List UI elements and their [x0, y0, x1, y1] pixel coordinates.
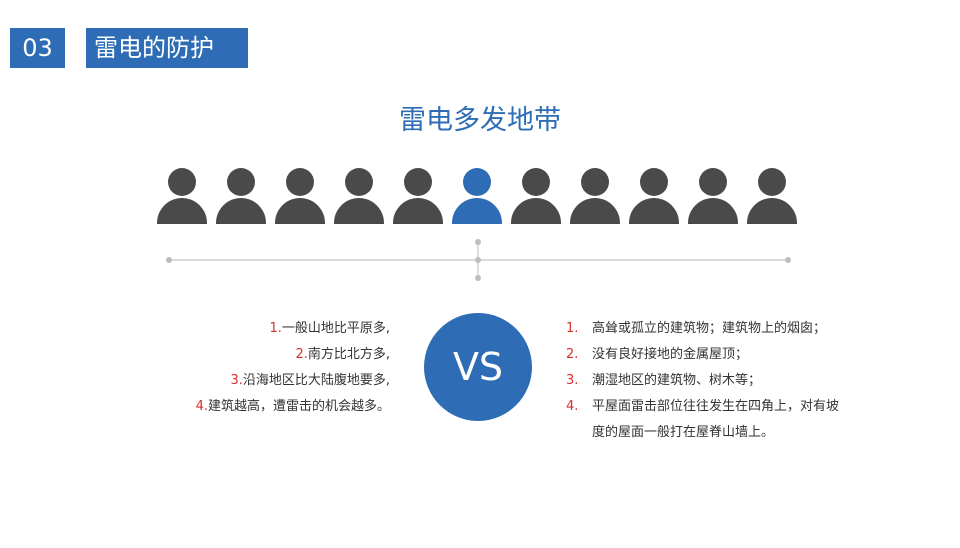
- list-index: 3.: [230, 373, 243, 388]
- list-text: 一般山地比平原多,: [281, 321, 390, 336]
- list-index: 4.: [566, 399, 579, 414]
- list-item: 3. 潮湿地区的建筑物、树木等；: [566, 368, 846, 394]
- list-text: 平屋面雷击部位往往发生在四角上，对有坡度的屋面一般打在屋脊山墙上。: [592, 399, 840, 440]
- list-item: 4. 平屋面雷击部位往往发生在四角上，对有坡度的屋面一般打在屋脊山墙上。: [566, 394, 846, 446]
- person-icon: [452, 168, 502, 226]
- list-text: 南方比北方多,: [307, 347, 390, 362]
- list-item: 1. 高耸或孤立的建筑物；建筑物上的烟囱；: [566, 316, 846, 342]
- person-icon: [216, 168, 266, 226]
- list-text: 没有良好接地的金属屋顶；: [592, 347, 749, 362]
- list-item: 1.一般山地比平原多,: [182, 316, 390, 342]
- person-icon: [275, 168, 325, 226]
- left-list: 1.一般山地比平原多, 2.南方比北方多, 3.沿海地区比大陆腹地要多, 4.建…: [182, 316, 390, 420]
- person-icon: [629, 168, 679, 226]
- list-item: 3.沿海地区比大陆腹地要多,: [182, 368, 390, 394]
- list-text: 建筑越高，遭雷击的机会越多。: [207, 399, 390, 414]
- list-text: 潮湿地区的建筑物、树木等；: [592, 373, 762, 388]
- right-list: 1. 高耸或孤立的建筑物；建筑物上的烟囱； 2. 没有良好接地的金属屋顶； 3. 潮湿…: [566, 316, 846, 446]
- list-index: 1.: [269, 321, 282, 336]
- person-icon: [511, 168, 561, 226]
- timeline-connector: [166, 239, 791, 281]
- list-item: 4.建筑越高，遭雷击的机会越多。: [182, 394, 390, 420]
- people-row: [0, 168, 960, 228]
- person-icon: [334, 168, 384, 226]
- list-text: 沿海地区比大陆腹地要多,: [242, 373, 390, 388]
- section-number: 03: [10, 28, 65, 68]
- vs-circle: VS: [424, 313, 532, 421]
- person-icon: [157, 168, 207, 226]
- list-text: 高耸或孤立的建筑物；建筑物上的烟囱；: [592, 321, 827, 336]
- list-index: 4.: [195, 399, 208, 414]
- list-index: 3.: [566, 373, 579, 388]
- person-icon: [393, 168, 443, 226]
- list-index: 2.: [295, 347, 308, 362]
- section-title: 雷电的防护: [86, 28, 248, 68]
- list-index: 1.: [566, 321, 579, 336]
- page-subtitle: 雷电多发地带: [399, 105, 561, 136]
- person-icon: [747, 168, 797, 226]
- list-item: 2. 没有良好接地的金属屋顶；: [566, 342, 846, 368]
- list-index: 2.: [566, 347, 579, 362]
- list-item: 2.南方比北方多,: [182, 342, 390, 368]
- person-icon: [570, 168, 620, 226]
- person-icon: [688, 168, 738, 226]
